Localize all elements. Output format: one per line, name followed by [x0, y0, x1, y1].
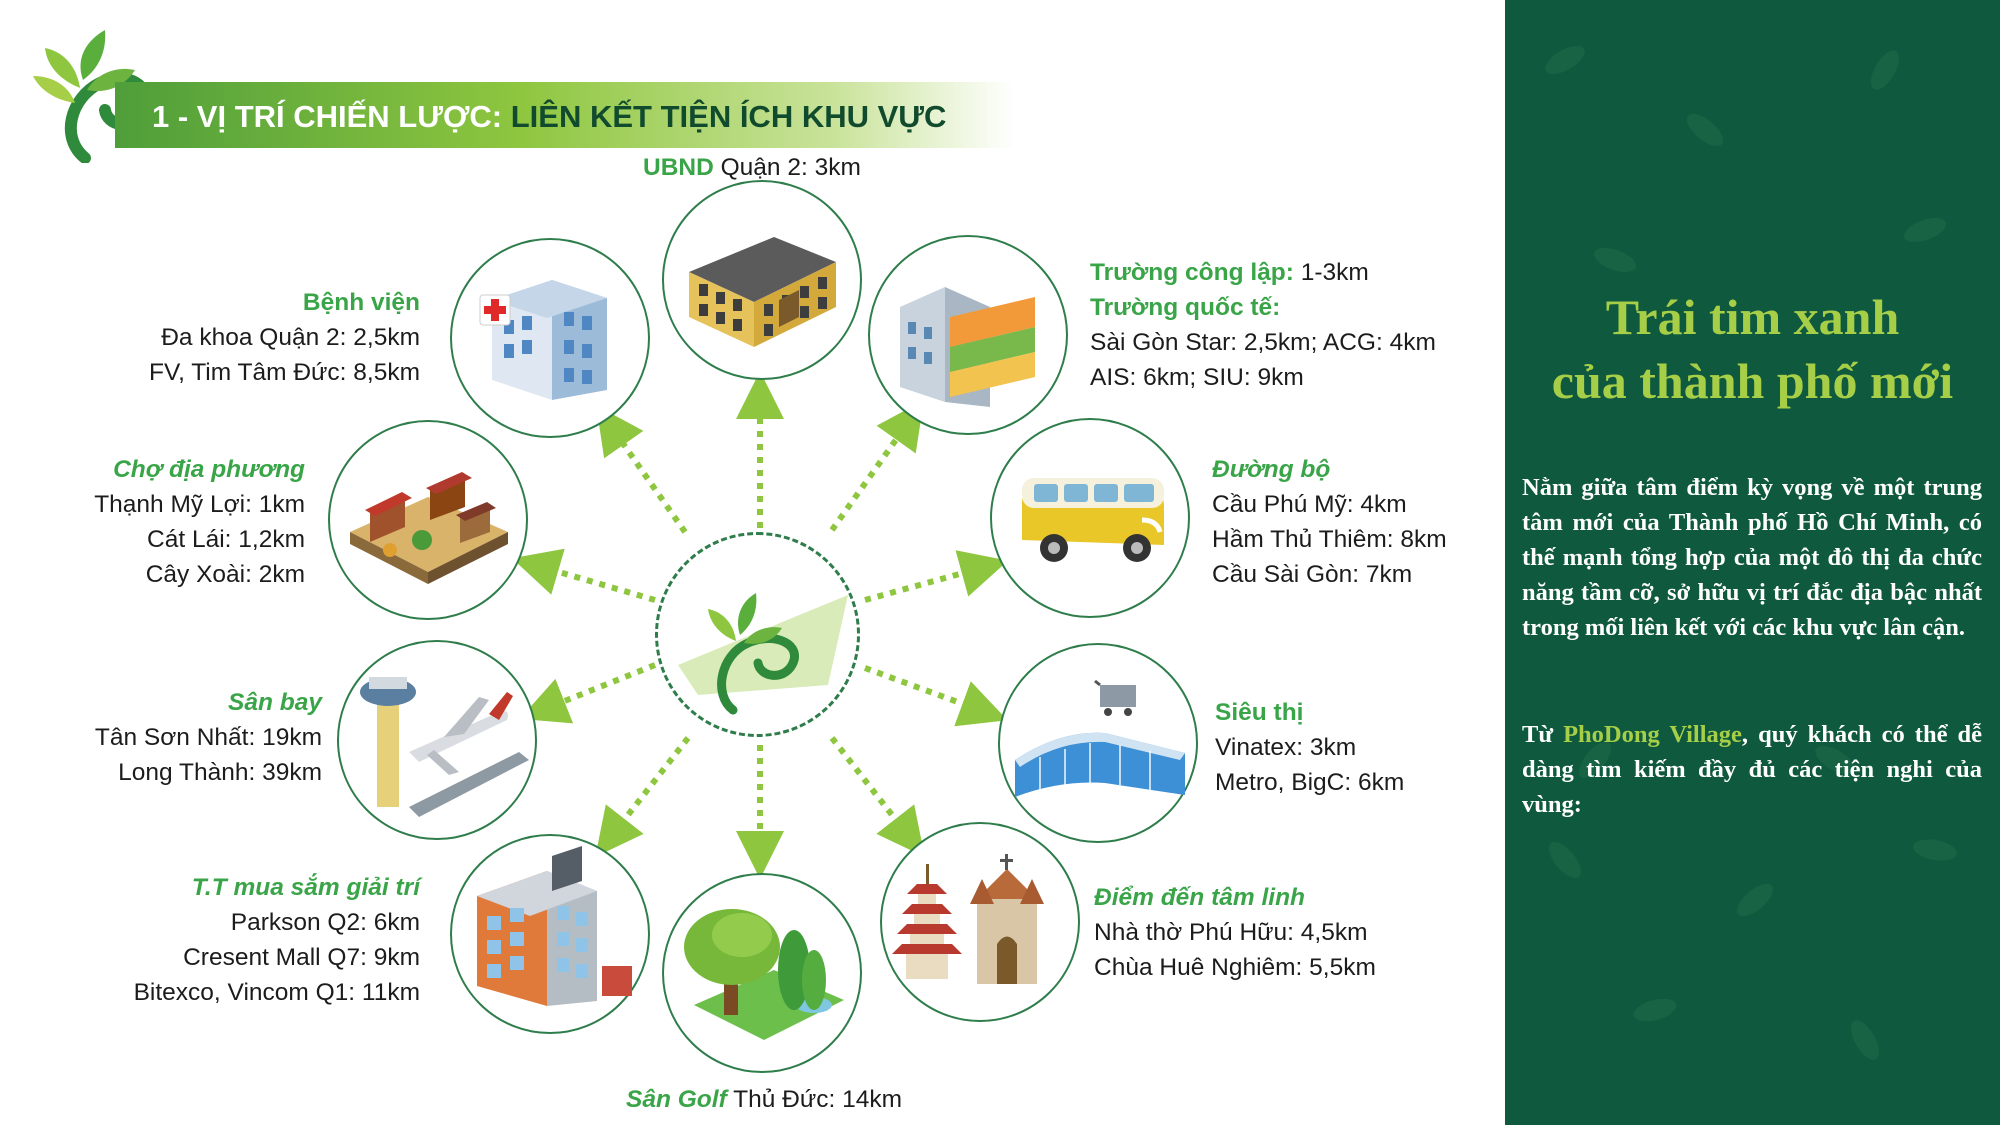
road-line-1: Cầu Phú Mỹ: 4km [1212, 491, 1407, 518]
road-line-3: Cầu Sài Gòn: 7km [1212, 561, 1413, 588]
ubnd-label: UBND Quận 2: 3km [643, 150, 861, 185]
school-line-2: AIS: 6km; SIU: 9km [1090, 364, 1304, 391]
shopping-label: T.T mua sắm giải trí Parkson Q2: 6km Cre… [80, 870, 420, 1010]
supermarket-line-1: Vinatex: 3km [1215, 734, 1357, 761]
supermarket-icon [1015, 679, 1185, 797]
golf-circle [662, 873, 862, 1073]
supermarket-line-2: Metro, BigC: 6km [1215, 769, 1405, 796]
shopping-line-3: Bitexco, Vincom Q1: 11km [133, 979, 420, 1006]
road-heading: Đường bộ [1212, 456, 1331, 483]
school-public-value: 1-3km [1300, 259, 1369, 286]
school-line-1: Sài Gòn Star: 2,5km; ACG: 4km [1090, 329, 1436, 356]
school-heading-public: Trường công lập: [1090, 259, 1294, 286]
hospital-heading: Bệnh viện [302, 289, 420, 316]
market-line-2: Cát Lái: 1,2km [147, 526, 305, 553]
school-heading-intl: Trường quốc tế: [1090, 294, 1281, 321]
title-prefix: 1 - VỊ TRÍ CHIẾN LƯỢC: [152, 99, 503, 134]
section-title: 1 - VỊ TRÍ CHIẾN LƯỢC: LIÊN KẾT TIỆN ÍCH… [152, 99, 946, 135]
sidebar-headline-line-1: Trái tim xanh [1605, 289, 1900, 345]
road-line-2: Hầm Thủ Thiêm: 8km [1212, 526, 1447, 553]
market-label: Chợ địa phương Thạnh Mỹ Lợi: 1km Cát Lái… [0, 452, 305, 592]
title-main: LIÊN KẾT TIỆN ÍCH KHU VỰC [510, 99, 947, 134]
shopping-circle [450, 834, 650, 1034]
leaf-pattern-background [1545, 46, 1957, 1060]
market-line-3: Cây Xoài: 2km [145, 561, 305, 588]
golf-heading: Sân Golf [626, 1086, 727, 1113]
market-heading: Chợ địa phương [113, 456, 305, 483]
center-logo-circle [655, 532, 860, 737]
brand-name: PhoDong Village [1563, 721, 1742, 748]
road-label: Đường bộ Cầu Phú Mỹ: 4km Hầm Thủ Thiêm: … [1212, 452, 1447, 592]
school-circle [868, 235, 1068, 435]
school-label: Trường công lập: 1-3km Trường quốc tế: S… [1090, 255, 1436, 395]
van-icon [1022, 478, 1164, 562]
hospital-label: Bệnh viện Đa khoa Quận 2: 2,5km FV, Tim … [100, 285, 420, 390]
ubnd-heading: UBND [643, 154, 714, 181]
supermarket-heading: Siêu thị [1215, 699, 1304, 726]
airport-label: Sân bay Tân Sơn Nhất: 19km Long Thành: 3… [0, 685, 322, 790]
sidebar-paragraph-1: Nằm giữa tâm điểm kỳ vọng về một trung t… [1522, 474, 1982, 641]
sidebar-headline-line-2: của thành phố mới [1551, 353, 1954, 409]
airport-heading: Sân bay [228, 689, 322, 716]
sidebar-panel [1505, 0, 2000, 1125]
para2-after: , quý khách có thể dễ dàng tìm kiếm đầy … [1522, 721, 1983, 818]
airport-circle [337, 640, 537, 840]
spiritual-circle [880, 822, 1080, 1022]
hospital-line-2: FV, Tim Tâm Đức: 8,5km [149, 359, 420, 386]
road-circle [990, 418, 1190, 618]
spiritual-line-1: Nhà thờ Phú Hữu: 4,5km [1094, 919, 1368, 946]
sidebar-paragraph-2: Từ PhoDong Village, quý khách có thể dễ … [1522, 717, 1982, 822]
hospital-icon [479, 280, 607, 400]
hospital-line-1: Đa khoa Quận 2: 2,5km [161, 324, 420, 351]
golf-text: Thủ Đức: 14km [733, 1086, 903, 1113]
shopping-line-2: Cresent Mall Q7: 9km [183, 944, 420, 971]
market-circle [328, 420, 528, 620]
tree-golf-icon [684, 909, 844, 1040]
spiritual-line-2: Chùa Huê Nghiêm: 5,5km [1094, 954, 1376, 981]
airport-icon [360, 677, 529, 817]
market-icon [350, 472, 508, 584]
ubnd-text: Quận 2: 3km [720, 154, 861, 181]
sidebar-headline: Trái tim xanh của thành phố mới [1505, 285, 2000, 413]
shopping-line-1: Parkson Q2: 6km [230, 909, 420, 936]
airport-line-1: Tân Sơn Nhất: 19km [94, 724, 322, 751]
spiritual-heading: Điểm đến tâm linh [1094, 884, 1306, 911]
market-line-1: Thạnh Mỹ Lợi: 1km [94, 491, 305, 518]
title-bar [115, 82, 1015, 148]
church-pagoda-icon [892, 854, 1044, 984]
connector-arrows [511, 371, 1009, 879]
school-icon [900, 287, 1035, 407]
supermarket-label: Siêu thị Vinatex: 3km Metro, BigC: 6km [1215, 695, 1404, 800]
supermarket-circle [998, 643, 1198, 843]
office-mall-icon [477, 846, 632, 1006]
golf-label: Sân Golf Thủ Đức: 14km [626, 1082, 902, 1117]
para2-before: Từ [1522, 721, 1564, 748]
airport-line-2: Long Thành: 39km [118, 759, 322, 786]
shopping-heading: T.T mua sắm giải trí [191, 874, 420, 901]
spiritual-label: Điểm đến tâm linh Nhà thờ Phú Hữu: 4,5km… [1094, 880, 1376, 985]
hospital-circle [450, 238, 650, 438]
government-building-icon [689, 237, 836, 347]
government-circle [662, 180, 862, 380]
center-leaf-logo-icon [678, 593, 848, 715]
